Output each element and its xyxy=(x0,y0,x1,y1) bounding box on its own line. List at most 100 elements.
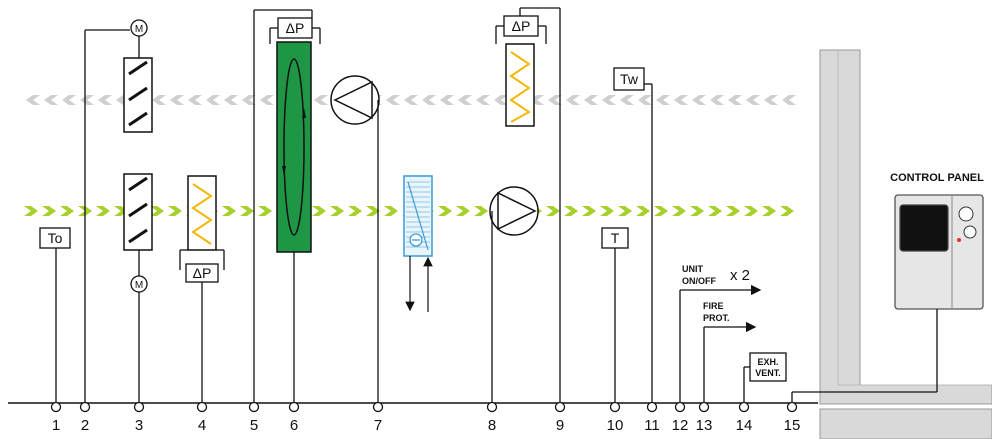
airflow-chevron-icon xyxy=(494,95,508,105)
airflow-chevron-icon xyxy=(188,95,202,105)
airflow-chevron-icon xyxy=(746,95,760,105)
terminal-2 xyxy=(79,401,91,413)
outdoor-temp-sensor: To xyxy=(39,227,71,403)
airflow-chevron-icon xyxy=(636,206,650,216)
fire-protection-signal: FIRE PROT. xyxy=(703,301,757,403)
airflow-chevron-icon xyxy=(602,95,616,105)
svg-text:ON/OFF: ON/OFF xyxy=(682,276,716,286)
airflow-chevron-icon xyxy=(440,95,454,105)
airflow-chevron-icon xyxy=(564,206,578,216)
supply-damper: M xyxy=(123,173,153,403)
terminal-5 xyxy=(248,401,260,413)
airflow-chevron-icon xyxy=(438,206,452,216)
terminal-1 xyxy=(50,401,62,413)
airflow-chevron-icon xyxy=(224,95,238,105)
exhaust-fan xyxy=(330,75,380,403)
svg-text:VENT.: VENT. xyxy=(755,368,781,378)
supply-temp-label: T xyxy=(611,230,620,246)
terminal-12 xyxy=(674,401,686,413)
airflow-chevron-icon xyxy=(762,206,776,216)
terminal-11 xyxy=(646,401,658,413)
svg-text:x 2: x 2 xyxy=(730,267,750,284)
svg-text:FIRE: FIRE xyxy=(703,301,724,311)
airflow-chevron-icon xyxy=(674,95,688,105)
supply-filter-dp-label: ΔP xyxy=(193,265,212,281)
svg-text:EXH.: EXH. xyxy=(757,357,778,367)
exhaust-filter: ΔP xyxy=(495,7,561,403)
airflow-chevron-icon xyxy=(312,206,326,216)
control-panel-screen xyxy=(899,204,949,252)
airflow-chevron-icon xyxy=(62,95,76,105)
airflow-chevron-icon xyxy=(710,95,724,105)
control-panel[interactable]: CONTROL PANEL xyxy=(791,172,984,403)
water-temp-sensor: Tw xyxy=(613,67,653,403)
airflow-chevron-icon xyxy=(170,95,184,105)
terminal-9 xyxy=(554,401,566,413)
airflow-chevron-icon xyxy=(782,95,796,105)
supply-filter: ΔP xyxy=(179,175,225,403)
airflow-chevron-icon xyxy=(96,206,110,216)
airflow-chevron-icon xyxy=(708,206,722,216)
rotary-heat-exchanger: ΔP xyxy=(253,9,321,403)
airflow-chevron-icon xyxy=(764,95,778,105)
airflow-chevron-icon xyxy=(404,95,418,105)
airflow-chevron-icon xyxy=(258,206,272,216)
airflow-chevron-icon xyxy=(654,206,668,216)
airflow-chevron-icon xyxy=(44,95,58,105)
terminal-label-12: 12 xyxy=(672,417,689,434)
airflow-chevron-icon xyxy=(330,206,344,216)
rotor-dp-label: ΔP xyxy=(286,20,305,36)
supply-temp-sensor: T xyxy=(601,227,629,403)
airflow-chevron-icon xyxy=(582,206,596,216)
airflow-chevron-icon xyxy=(366,206,380,216)
terminal-label-6: 6 xyxy=(290,417,298,434)
terminal-10 xyxy=(609,401,621,413)
airflow-chevron-icon xyxy=(780,206,794,216)
airflow-chevron-icon xyxy=(60,206,74,216)
airflow-chevron-icon xyxy=(458,95,472,105)
terminal-label-14: 14 xyxy=(736,417,753,434)
terminal-label-3: 3 xyxy=(135,417,143,434)
airflow-chevron-icon xyxy=(744,206,758,216)
terminal-label-8: 8 xyxy=(488,417,496,434)
airflow-chevron-icon xyxy=(620,95,634,105)
outdoor-temp-label: To xyxy=(48,230,63,246)
supply-fan xyxy=(489,186,539,403)
airflow-chevron-icon xyxy=(260,95,274,105)
airflow-chevron-icon xyxy=(422,95,436,105)
airflow-chevron-icon xyxy=(474,206,488,216)
airflow-chevron-icon xyxy=(24,206,38,216)
exhaust-filter-dp-label: ΔP xyxy=(512,18,531,34)
svg-text:M: M xyxy=(135,280,143,291)
airflow-chevron-icon xyxy=(600,206,614,216)
exhaust-ventilation-signal: EXH. VENT. xyxy=(743,352,787,403)
airflow-chevron-icon xyxy=(672,206,686,216)
airflow-chevron-icon xyxy=(206,95,220,105)
terminal-label-7: 7 xyxy=(374,417,382,434)
airflow-chevron-icon xyxy=(152,95,166,105)
airflow-chevron-icon xyxy=(584,95,598,105)
airflow-chevron-icon xyxy=(42,206,56,216)
cooling-coil xyxy=(403,175,433,312)
airflow-chevron-icon xyxy=(728,95,742,105)
terminal-4 xyxy=(196,401,208,413)
airflow-chevron-icon xyxy=(80,95,94,105)
airflow-chevron-icon xyxy=(656,95,670,105)
airflow-chevron-icon xyxy=(150,206,164,216)
airflow-chevron-icon xyxy=(546,206,560,216)
terminal-label-9: 9 xyxy=(556,417,564,434)
svg-text:M: M xyxy=(135,24,143,35)
terminal-3 xyxy=(133,401,145,413)
airflow-chevron-icon xyxy=(618,206,632,216)
terminal-label-15: 15 xyxy=(784,417,801,434)
terminal-label-11: 11 xyxy=(644,417,660,434)
panel-knob-icon[interactable] xyxy=(958,206,974,222)
terminal-label-2: 2 xyxy=(81,417,89,434)
airflow-chevron-icon xyxy=(98,95,112,105)
panel-button-icon[interactable] xyxy=(963,225,977,239)
airflow-chevron-icon xyxy=(548,95,562,105)
svg-text:PROT.: PROT. xyxy=(703,313,730,323)
airflow-chevron-icon xyxy=(386,95,400,105)
airflow-chevron-icon xyxy=(476,95,490,105)
